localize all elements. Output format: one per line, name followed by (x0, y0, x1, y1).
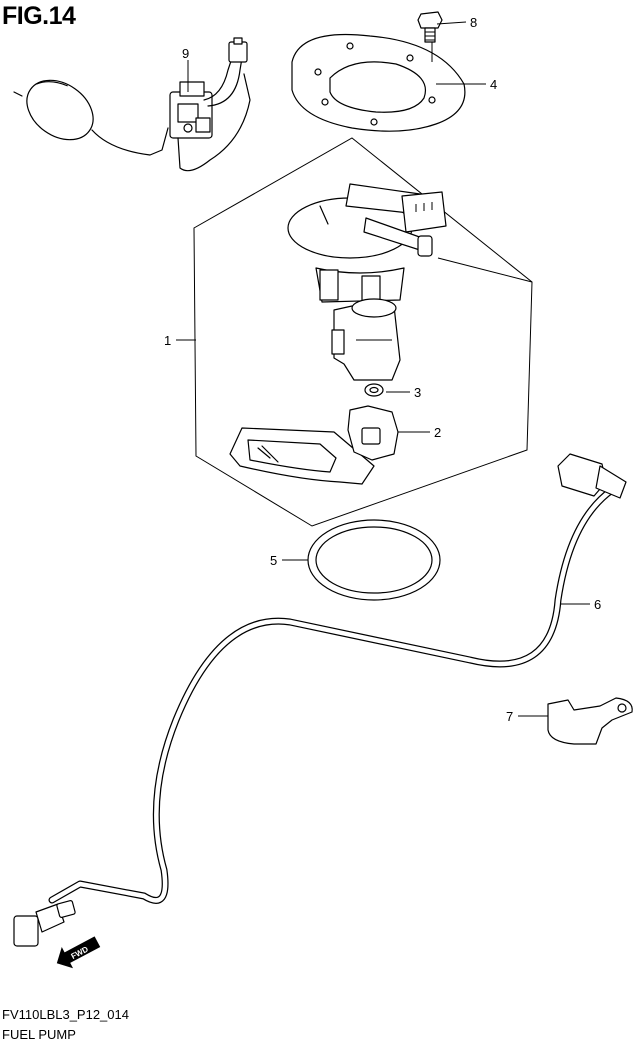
callout-1: 1 (164, 333, 171, 348)
figure-title: FIG.14 (2, 2, 76, 30)
part-7-clamp[interactable] (547, 697, 633, 745)
part-3-o-ring[interactable] (364, 383, 384, 397)
callout-2: 2 (434, 425, 441, 440)
part-5-large-o-ring[interactable] (307, 519, 441, 601)
forward-direction-arrow: FWD (56, 936, 101, 969)
callout-8: 8 (470, 15, 477, 30)
part-8-bolt[interactable] (417, 11, 443, 43)
callout-4: 4 (490, 77, 497, 92)
callout-7: 7 (506, 709, 513, 724)
part-1-fuel-pump-assembly[interactable] (287, 183, 447, 381)
part-2-fuel-filter[interactable] (229, 405, 399, 485)
part-6-fuel-hose[interactable] (13, 453, 627, 947)
drawing-code: FV110LBL3_P12_014 (2, 1007, 129, 1022)
part-4-gasket-plate[interactable] (291, 33, 466, 132)
callout-6: 6 (594, 597, 601, 612)
figure-caption: FUEL PUMP (2, 1027, 76, 1042)
callout-5: 5 (270, 553, 277, 568)
part-9-fuel-level-sender[interactable] (13, 37, 251, 172)
callout-labels: 8 4 9 1 3 2 5 6 7 (164, 15, 601, 724)
leader-lines (176, 21, 590, 717)
callout-3: 3 (414, 385, 421, 400)
callout-9: 9 (182, 46, 189, 61)
